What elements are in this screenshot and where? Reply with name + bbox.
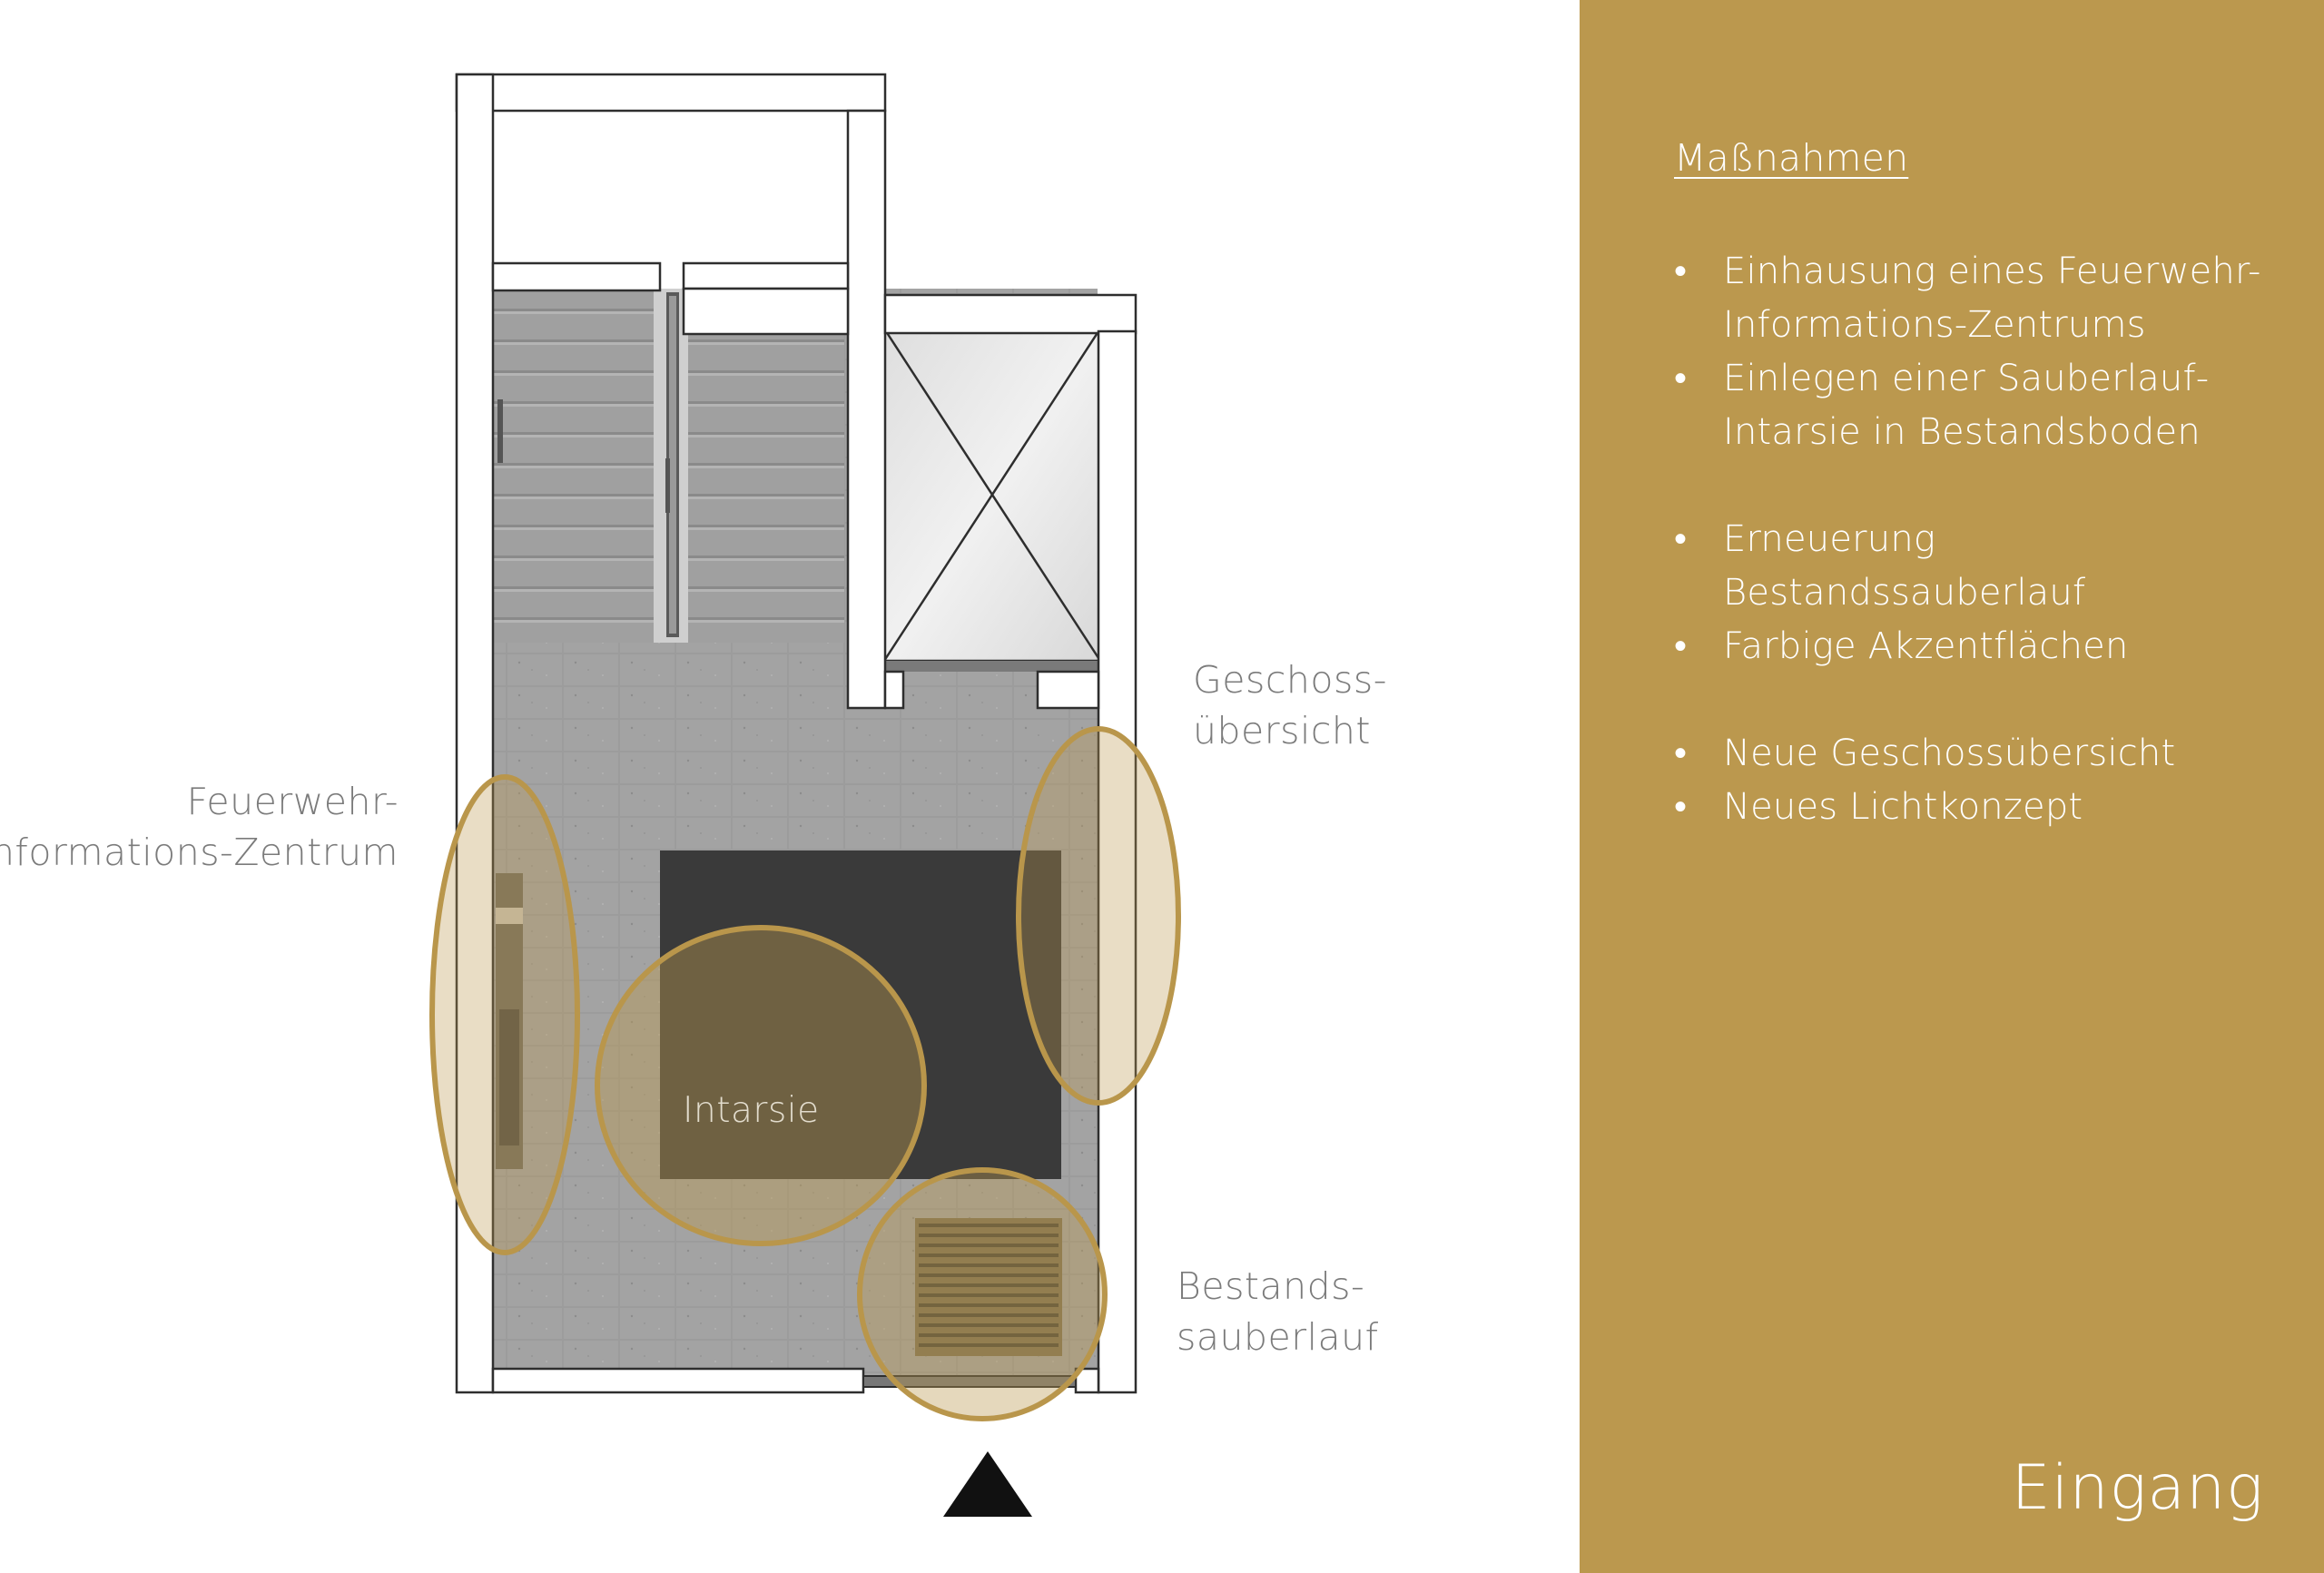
callout-entrance-mat-line-2: sauberlauf (1177, 1315, 1379, 1359)
walls (455, 73, 1137, 1394)
measures-list: Einhausung eines Feuerwehr- Informations-… (1674, 245, 2309, 834)
elevator-shaft (882, 327, 1102, 672)
measure-item: Farbige Akzentflächen (1674, 620, 2309, 673)
intarsie-mat (660, 850, 1061, 1179)
measure-item: Neue Geschossübersicht (1674, 727, 2309, 781)
floor-plan (429, 73, 1181, 1517)
measure-item: Einhausung eines Feuerwehr- Informations-… (1674, 245, 2309, 352)
callout-floor-overview-line-1: Geschoss- (1193, 658, 1387, 702)
fire-info-cabinet (496, 873, 523, 1169)
measure-item: Erneuerung Bestandssauberlauf (1674, 513, 2309, 620)
callout-entrance-mat-line-1: Bestands- (1177, 1264, 1365, 1308)
measure-item-line: Neue Geschossübersicht (1723, 732, 2176, 774)
entrance-mat (915, 1218, 1062, 1356)
triangle-up-icon (943, 1451, 1032, 1517)
entrance-label: Eingang (2011, 1452, 2264, 1524)
highlight-intarsie (595, 925, 927, 1246)
measure-item-line: Einlegen einer Sauberlauf- (1723, 358, 2210, 399)
measure-item-line: Neues Lichtkonzept (1723, 786, 2083, 828)
callout-floor-overview: Geschoss- übersicht (1193, 654, 1387, 756)
measure-item-line: Intarsie in Bestandsboden (1723, 411, 2201, 453)
callout-fire-info-line-1: Feuerwehr- (186, 780, 399, 823)
callout-entrance-mat: Bestands- sauberlauf (1177, 1261, 1379, 1362)
measure-item-line: Farbige Akzentflächen (1723, 625, 2129, 667)
measure-item: Neues Lichtkonzept (1674, 781, 2309, 834)
highlight-fiz (429, 774, 580, 1255)
panel-heading: Maßnahmen (1674, 136, 1909, 180)
callout-floor-overview-line-2: übersicht (1193, 709, 1371, 752)
measures-panel: Maßnahmen Einhausung eines Feuerwehr- Inf… (1580, 0, 2324, 1573)
highlights (429, 726, 1181, 1421)
callout-fire-info-line-2: Informations-Zentrum (0, 831, 399, 874)
highlight-geschoss (1016, 726, 1181, 1106)
entrance-door (862, 1375, 1077, 1388)
callout-fire-info: Feuerwehr- Informations-Zentrum (0, 776, 399, 878)
measure-item-line: Einhausung eines Feuerwehr- (1723, 251, 2261, 292)
callout-intarsie: Intarsie (683, 1090, 820, 1131)
staircase (493, 289, 844, 643)
highlight-bestand (857, 1167, 1108, 1421)
measure-item: Einlegen einer Sauberlauf- Intarsie in Be… (1674, 352, 2309, 459)
measure-item-line: Erneuerung Bestandssauberlauf (1723, 518, 2086, 614)
measure-item-line: Informations-Zentrums (1723, 304, 2146, 346)
